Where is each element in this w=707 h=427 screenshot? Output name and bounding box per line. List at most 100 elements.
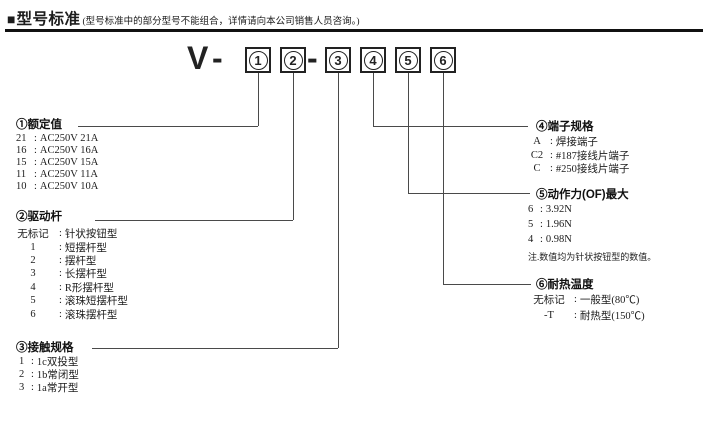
item-colon: : bbox=[540, 219, 543, 230]
item-code: 21 bbox=[16, 133, 27, 145]
item-value: 滚珠摆杆型 bbox=[64, 309, 118, 321]
list-item: 3:1a常开型 bbox=[19, 381, 79, 394]
callout-line-2h bbox=[95, 220, 293, 221]
item-colon: : bbox=[550, 149, 553, 161]
force-note: 注.数值均为针状按钮型的数值。 bbox=[528, 252, 657, 262]
section-title-terminal: ④端子规格 bbox=[536, 121, 594, 133]
item-code: 6 bbox=[528, 204, 534, 215]
item-value: AC250V 15A bbox=[39, 156, 99, 168]
callout-line-2 bbox=[293, 73, 294, 220]
item-colon: : bbox=[59, 228, 62, 240]
item-code: 1 bbox=[30, 241, 36, 253]
list-item: -T:耐热型(150℃) bbox=[527, 308, 645, 324]
circled-digit-5: 5 bbox=[398, 50, 418, 70]
list-item: 21:AC250V 21A bbox=[16, 133, 98, 145]
page-header: ■ 型号标准 (型号标准中的部分型号不能组合，详情请向本公司销售人员咨询。) bbox=[7, 7, 360, 29]
header-rule bbox=[5, 29, 703, 32]
circled-digit-2: 2 bbox=[283, 50, 303, 70]
model-box-3: 3 bbox=[325, 47, 351, 73]
list-item: 5:滚珠短摆杆型 bbox=[10, 294, 128, 307]
item-code: 2 bbox=[19, 369, 25, 380]
item-colon: : bbox=[34, 156, 37, 168]
item-value: 针状按钮型 bbox=[64, 229, 118, 241]
section-title-lever: ②驱动杆 bbox=[16, 211, 62, 223]
item-value: 长摆杆型 bbox=[64, 269, 107, 281]
item-value: 短摆杆型 bbox=[64, 242, 107, 254]
item-colon: : bbox=[550, 162, 553, 174]
item-colon: : bbox=[31, 382, 34, 393]
item-value: 1.96N bbox=[545, 219, 572, 230]
circled-digit-4: 4 bbox=[363, 50, 383, 70]
item-colon: : bbox=[540, 234, 543, 245]
item-code: 2 bbox=[30, 254, 36, 266]
callout-line-5h bbox=[408, 193, 530, 194]
item-code: 15 bbox=[16, 156, 27, 168]
item-value: #187接线片端子 bbox=[555, 150, 630, 162]
callout-line-3 bbox=[338, 73, 339, 348]
list-item: C2:#187接线片端子 bbox=[527, 148, 630, 162]
item-colon: : bbox=[540, 204, 543, 215]
list-item: 5:1.96N bbox=[528, 217, 572, 232]
item-code: 16 bbox=[16, 145, 27, 157]
item-code: 5 bbox=[528, 219, 534, 230]
callout-line-6 bbox=[443, 73, 444, 284]
item-value: R形摆杆型 bbox=[64, 282, 114, 294]
item-colon: : bbox=[59, 241, 62, 253]
section-title-contact: ③接触规格 bbox=[16, 342, 74, 354]
list-item: 2:摆杆型 bbox=[10, 254, 128, 267]
item-code: 3 bbox=[30, 268, 36, 280]
model-dash-2: - bbox=[307, 40, 318, 76]
list-item: C:#250接线片端子 bbox=[527, 162, 629, 175]
list-item: 10:AC250V 10A bbox=[16, 180, 98, 192]
item-value: 耐热型(150℃) bbox=[579, 310, 645, 322]
callout-line-4h bbox=[373, 126, 528, 127]
item-value: 1c双投型 bbox=[36, 357, 79, 368]
list-item: 3:长摆杆型 bbox=[10, 267, 128, 280]
item-value: 焊接端子 bbox=[555, 137, 598, 149]
list-item: 无标记:针状按钮型 bbox=[10, 227, 128, 240]
item-code: 11 bbox=[16, 168, 27, 180]
item-value: 0.98N bbox=[545, 234, 572, 245]
contact-list: 1:1c双投型 2:1b常闭型 3:1a常开型 bbox=[19, 355, 79, 394]
callout-line-5 bbox=[408, 73, 409, 193]
item-code: -T bbox=[544, 309, 554, 321]
item-value: 摆杆型 bbox=[64, 255, 97, 267]
item-code: 1 bbox=[19, 356, 25, 367]
item-value: 滚珠短摆杆型 bbox=[64, 296, 128, 308]
list-item: 16:AC250V 16A bbox=[16, 145, 98, 157]
item-colon: : bbox=[59, 268, 62, 280]
section-title-heat: ⑥耐热温度 bbox=[536, 279, 594, 291]
item-colon: : bbox=[34, 168, 37, 180]
item-colon: : bbox=[59, 308, 62, 320]
list-item: 15:AC250V 15A bbox=[16, 157, 98, 169]
page-title: 型号标准 bbox=[16, 11, 81, 28]
item-colon: : bbox=[34, 145, 37, 157]
callout-line-3h bbox=[92, 348, 338, 349]
item-colon: : bbox=[31, 356, 34, 367]
section-title-force: ⑤动作力(OF)最大 bbox=[536, 189, 629, 201]
list-item: 4:R形摆杆型 bbox=[10, 281, 128, 294]
list-item: 4:0.98N bbox=[528, 232, 572, 247]
force-list: 6:3.92N 5:1.96N 4:0.98N bbox=[528, 202, 572, 247]
list-item: 2:1b常闭型 bbox=[19, 368, 79, 381]
item-code: 10 bbox=[16, 180, 27, 192]
callout-line-4 bbox=[373, 73, 374, 126]
circled-digit-1: 1 bbox=[248, 50, 268, 70]
list-item: 无标记:一般型(80℃) bbox=[527, 292, 645, 308]
list-item: 11:AC250V 11A bbox=[16, 168, 98, 180]
item-colon: : bbox=[550, 136, 553, 148]
list-item: 6:滚珠摆杆型 bbox=[10, 307, 128, 321]
square-marker-icon: ■ bbox=[7, 11, 16, 27]
item-code: C bbox=[533, 162, 541, 174]
item-colon: : bbox=[34, 180, 37, 192]
list-item: 1:1c双投型 bbox=[19, 355, 79, 368]
item-code: 3 bbox=[19, 382, 25, 393]
callout-line-1 bbox=[258, 73, 259, 126]
lever-list: 无标记:针状按钮型 1:短摆杆型 2:摆杆型 3:长摆杆型 4:R形摆杆型 5:… bbox=[10, 227, 128, 321]
item-colon: : bbox=[34, 133, 37, 145]
callout-line-1h bbox=[78, 126, 258, 127]
item-code: 6 bbox=[30, 308, 36, 320]
item-colon: : bbox=[574, 309, 577, 321]
circled-digit-3: 3 bbox=[328, 50, 348, 70]
